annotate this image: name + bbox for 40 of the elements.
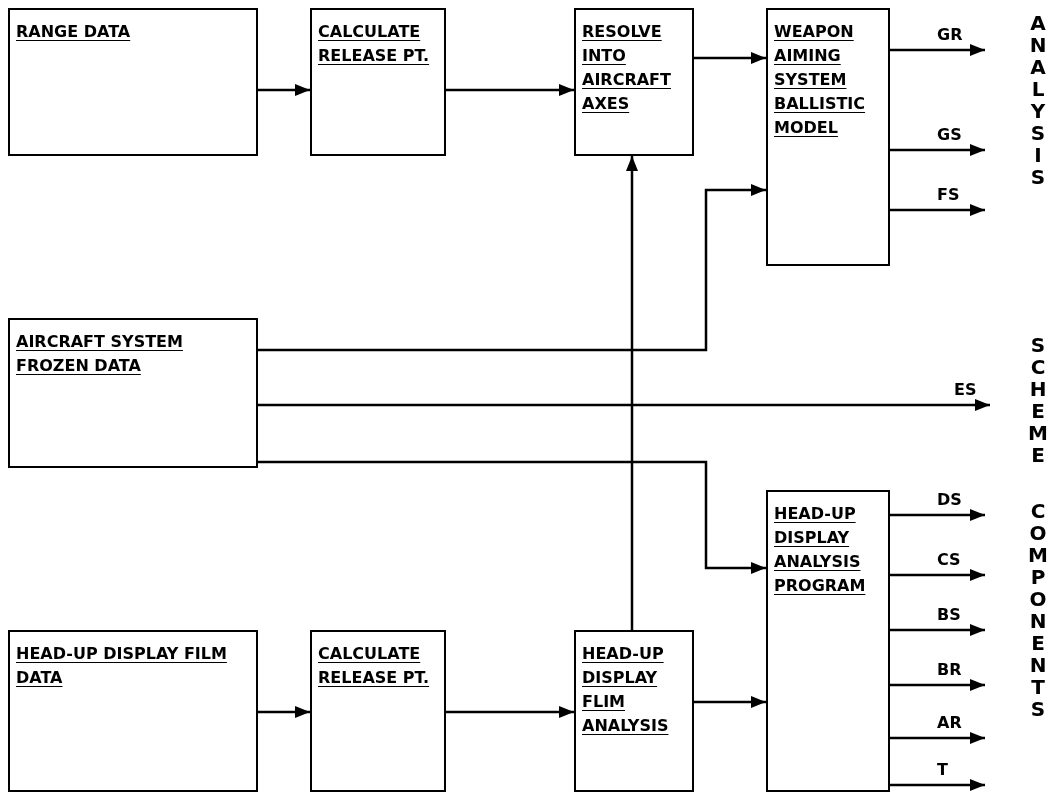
arrow bbox=[890, 732, 985, 744]
vertical-label: SCHEME bbox=[1028, 334, 1048, 466]
arrow bbox=[890, 44, 985, 56]
vertical-label: ANALYSIS bbox=[1028, 12, 1048, 188]
process-box bbox=[766, 490, 890, 792]
process-box bbox=[766, 8, 890, 266]
arrow bbox=[890, 509, 985, 521]
box-label: AIRCRAFT SYSTEM FROZEN DATA bbox=[16, 331, 184, 377]
box-label: HEAD-UP DISPLAY FLIM ANALYSIS bbox=[582, 643, 670, 737]
arrow bbox=[890, 624, 985, 636]
box-label: CALCULATE RELEASE PT. bbox=[318, 21, 431, 67]
arrow bbox=[626, 156, 638, 630]
arrow bbox=[258, 399, 990, 411]
arrow bbox=[258, 460, 766, 574]
arrow bbox=[446, 706, 574, 718]
arrow bbox=[890, 204, 985, 216]
arrow bbox=[890, 569, 985, 581]
arrow bbox=[258, 84, 310, 96]
arrow bbox=[694, 696, 766, 708]
process-box bbox=[574, 8, 694, 156]
box-label: CALCULATE RELEASE PT. bbox=[318, 643, 431, 689]
box-label: HEAD-UP DISPLAY FILM DATA bbox=[16, 643, 228, 689]
process-box bbox=[8, 8, 258, 156]
process-box bbox=[310, 630, 446, 792]
box-label: RANGE DATA bbox=[16, 21, 132, 43]
arrow bbox=[258, 184, 766, 352]
arrow bbox=[890, 779, 985, 791]
arrow bbox=[694, 52, 766, 64]
process-box bbox=[8, 318, 258, 468]
box-label: RESOLVE INTO AIRCRAFT AXES bbox=[582, 21, 672, 115]
arrow bbox=[890, 144, 985, 156]
vertical-label: COMPONENTS bbox=[1028, 500, 1048, 720]
box-label: HEAD-UP DISPLAY ANALYSIS PROGRAM bbox=[774, 503, 867, 597]
arrow bbox=[258, 706, 310, 718]
box-label: WEAPON AIMING SYSTEM BALLISTIC MODEL bbox=[774, 21, 867, 139]
arrow bbox=[446, 84, 574, 96]
process-box bbox=[574, 630, 694, 792]
process-box bbox=[8, 630, 258, 792]
arrow bbox=[890, 679, 985, 691]
process-box bbox=[310, 8, 446, 156]
